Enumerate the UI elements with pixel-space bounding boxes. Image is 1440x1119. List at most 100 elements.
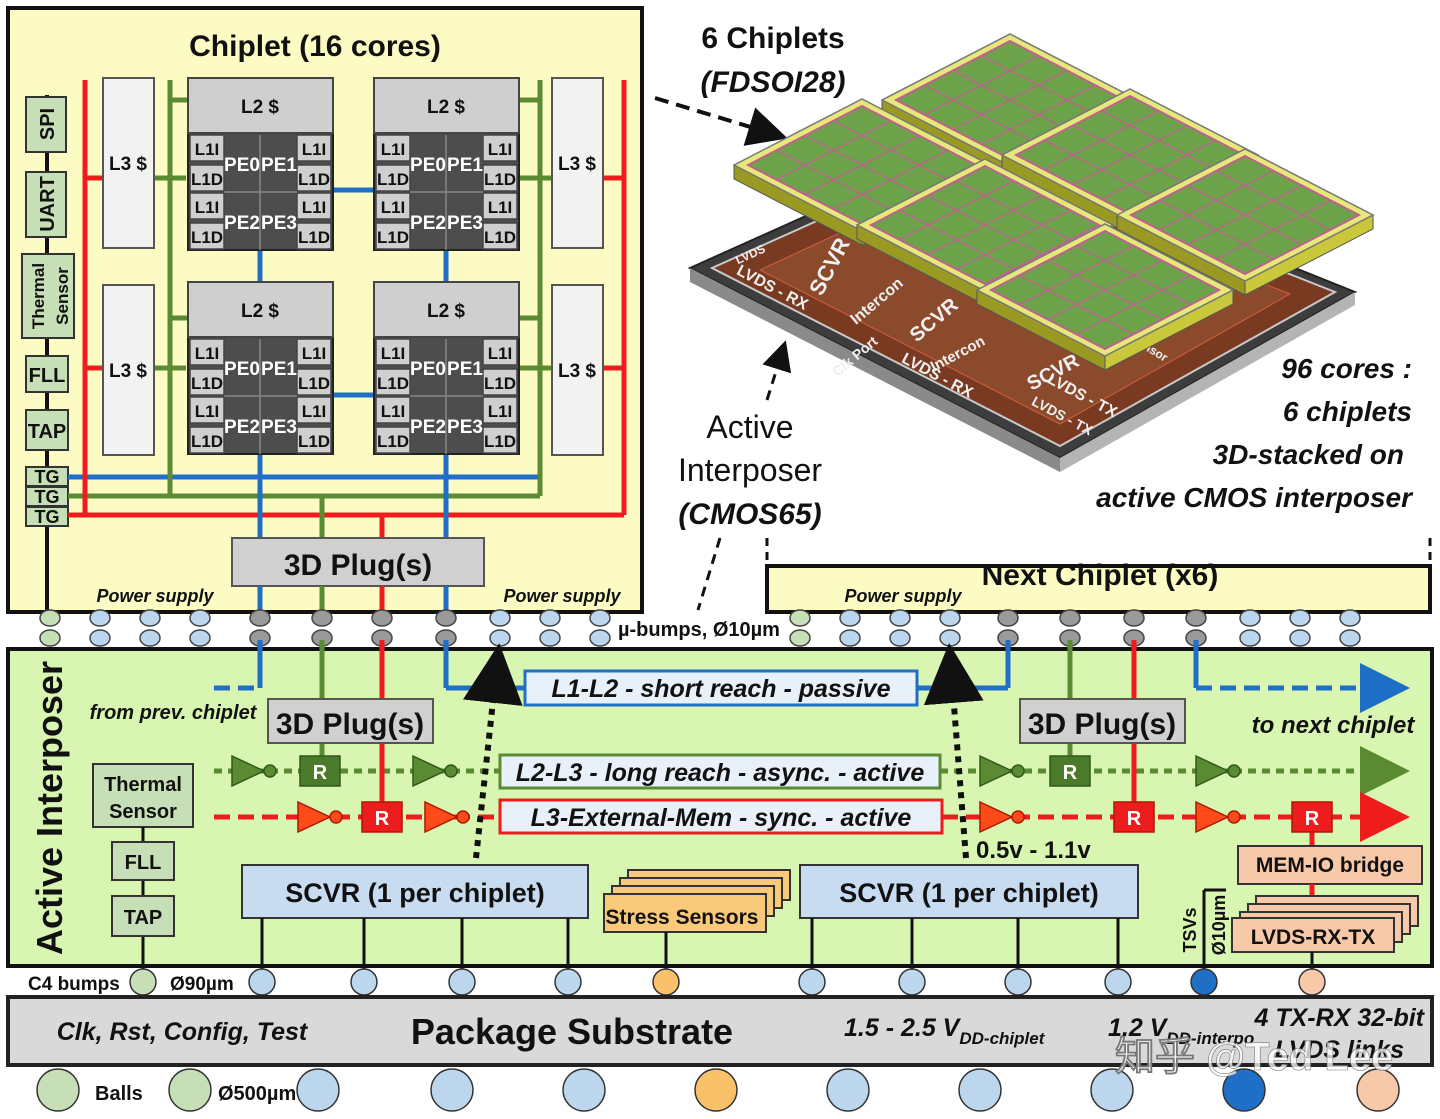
balls-label: Balls [95, 1083, 143, 1105]
pe-label: PE1 [261, 359, 297, 380]
pe-label: PE0 [410, 155, 446, 176]
l1-label: L1I [381, 198, 406, 217]
pe-label: PE2 [410, 417, 446, 438]
c4-bump [1004, 968, 1032, 996]
chiplet-tap-label: TAP [28, 421, 67, 443]
package-ball [36, 1068, 80, 1112]
micro-bump [1339, 629, 1361, 647]
l1-label: L1I [195, 402, 220, 421]
micro-bump [435, 609, 457, 627]
uart-label: UART [37, 176, 59, 232]
pe-label: PE2 [224, 417, 260, 438]
active-interposer-block: Active Interposer L1-L2 - short reach - … [6, 640, 1434, 970]
l1-label: L1I [488, 402, 513, 421]
c4-bump [798, 968, 826, 996]
l1-label: L1I [381, 402, 406, 421]
tg-stack: TG TG TG [25, 466, 69, 527]
micro-bump [1185, 609, 1207, 627]
l1-cache-box [189, 192, 225, 220]
micro-bump [311, 609, 333, 627]
l1-cache-box [375, 338, 411, 366]
interposer-fll-label: FLL [125, 852, 162, 874]
c4-bump [554, 968, 582, 996]
package-left-label: Clk, Rst, Config, Test [57, 1018, 309, 1046]
pe-label: PE0 [410, 359, 446, 380]
c4-bump [1190, 968, 1218, 996]
scvr-left [241, 864, 589, 919]
l1-cache-box [296, 368, 332, 396]
pe-label: PE1 [447, 155, 483, 176]
stress-sensors-box [603, 893, 767, 933]
l1-cache-box [375, 396, 411, 424]
l1-cache-box [296, 192, 332, 220]
scvr-right [799, 864, 1139, 919]
micro-bump [39, 609, 61, 627]
l3-cache-box [551, 77, 604, 249]
pe-label: PE1 [261, 155, 297, 176]
l3-cache-box [551, 284, 604, 456]
micro-bump [139, 629, 161, 647]
buffer-symbol [1195, 754, 1241, 788]
l3-cache-box [102, 284, 155, 456]
micro-bump [371, 609, 393, 627]
chiplet-tap-box [25, 409, 69, 451]
tg-label: TG [35, 507, 60, 527]
l1-cache-box [482, 192, 518, 220]
next-chiplet-block: Next Chiplet (x6) Power supply [765, 538, 1432, 620]
l1-label: L1I [488, 344, 513, 363]
micro-bump [39, 629, 61, 647]
l1-label: L1I [195, 198, 220, 217]
to-next-label: to next chiplet [1252, 712, 1416, 739]
chiplet-block: Chiplet (16 cores) SPI UART Thermal Sens… [6, 6, 644, 620]
buffer-symbol [979, 800, 1025, 834]
chiplet-3d [975, 223, 1235, 371]
l1-cache-box [375, 368, 411, 396]
l1-cache-box [482, 426, 518, 454]
package-ball [562, 1068, 606, 1112]
l1-cache-box [189, 338, 225, 366]
summary-line2: 6 chiplets [1283, 396, 1412, 427]
uart-box [25, 171, 67, 238]
l1-label: L1D [298, 170, 330, 189]
package-substrate-block: Clk, Rst, Config, Test Package Substrate… [6, 995, 1434, 1067]
l1-label: L1D [377, 374, 409, 393]
micro-bump [939, 609, 961, 627]
l1-cache-box [482, 164, 518, 192]
router-label: R [1063, 762, 1078, 784]
pe-label: PE3 [447, 213, 483, 234]
l2-cache-box [187, 77, 334, 134]
micro-bump [1239, 609, 1261, 627]
next-power-supply: Power supply [844, 586, 962, 606]
l1-label: L1I [488, 140, 513, 159]
links-line2: LVDS links [1275, 1036, 1404, 1064]
package-ball [1090, 1068, 1134, 1112]
micro-bumps-row [39, 609, 1361, 647]
micro-bump [1339, 609, 1361, 627]
pe-label: PE3 [261, 417, 297, 438]
l1-label: L1I [381, 344, 406, 363]
l1-cache-box [375, 164, 411, 192]
package-title: Package Substrate [411, 1011, 733, 1052]
spi-label: SPI [37, 108, 59, 140]
render-title: 6 Chiplets [701, 22, 844, 55]
l1-label: L1I [302, 402, 327, 421]
interposer-plug-right [1019, 698, 1186, 744]
micro-bump [839, 629, 861, 647]
chiplet-fll-box [25, 355, 69, 393]
interposer-callout-line2: Interposer [678, 452, 822, 488]
router-label: R [1127, 808, 1142, 830]
router-box: R [1291, 801, 1333, 833]
l1-cache-box [189, 396, 225, 424]
l2-label: L2 $ [241, 301, 279, 322]
l1-label: L1I [302, 140, 327, 159]
l3-label: L3 $ [109, 361, 147, 382]
c4-label: C4 bumps [28, 974, 120, 995]
buffer-symbol [297, 800, 343, 834]
buffer-symbol [1195, 800, 1241, 834]
